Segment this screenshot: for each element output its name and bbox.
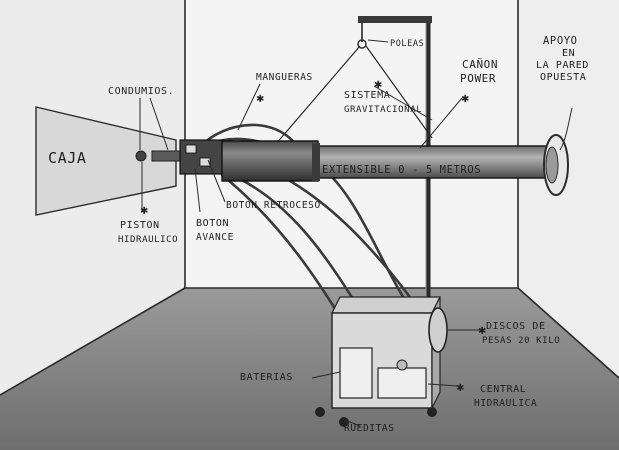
mast-top-bar xyxy=(358,16,432,23)
cart xyxy=(315,296,448,427)
pulley-wheel-left xyxy=(357,39,367,49)
star-mangueras: ✱ xyxy=(256,94,264,105)
labels: CAJA CONDUMIOS. PISTON HIDRAULICO BOTON … xyxy=(48,35,589,434)
leader-sistema xyxy=(373,85,433,121)
star-discos: ✱ xyxy=(478,326,486,337)
leader-apoyo xyxy=(559,107,573,151)
pulley-cable-left xyxy=(274,45,361,146)
wall-support-cap xyxy=(545,146,559,184)
label-apoyo-3: LA PARED xyxy=(536,60,589,71)
label-central-2: HIDRAULICA xyxy=(474,398,537,409)
hydraulic-gauge xyxy=(396,359,408,371)
floor-left-line xyxy=(0,287,186,396)
cannon: EXTENSIBLE 0 - 5 METROS xyxy=(135,134,569,196)
piston-rod xyxy=(151,150,183,162)
label-discos-1: DISCOS DE xyxy=(486,321,546,332)
control-button-top xyxy=(185,144,197,154)
leader-ruedas xyxy=(344,419,361,427)
leader-condumios-2 xyxy=(149,97,169,151)
leader-canon xyxy=(419,97,463,149)
label-poleas: POLEAS xyxy=(390,39,424,49)
label-apoyo-1: APOYO xyxy=(543,35,578,47)
label-condumios: CONDUMIOS. xyxy=(108,86,174,97)
leader-boton-avance xyxy=(194,167,201,213)
label-sistema-2: GRAVITACIONAL xyxy=(344,105,422,115)
wheel-front-right xyxy=(339,417,349,427)
cannon-barrel-rear xyxy=(221,140,319,182)
floor xyxy=(0,288,619,450)
weight-discs xyxy=(428,307,448,353)
leader-mangueras xyxy=(237,83,261,131)
leader-poleas xyxy=(367,39,389,43)
leader-boton-retroceso xyxy=(207,159,226,203)
label-sistema-1: SISTEMA xyxy=(344,90,390,101)
wheel-rear-right xyxy=(427,407,437,417)
label-boton-avance-1: BOTON xyxy=(196,218,229,229)
label-canon-1: CAÑON xyxy=(462,58,498,71)
leader-baterias xyxy=(311,371,341,379)
label-boton-avance-2: AVANCE xyxy=(196,232,234,243)
star-markers: ✱ ✱ ✱ ✱ ✱ ✱ xyxy=(140,80,486,394)
wheel-front-left xyxy=(315,407,325,417)
label-apoyo-2: EN xyxy=(562,48,575,59)
leader-central xyxy=(427,383,459,387)
star-piston: ✱ xyxy=(140,206,148,217)
control-button-bottom xyxy=(199,157,211,167)
label-mangueras: MANGUERAS xyxy=(256,72,313,83)
label-baterias: BATERIAS xyxy=(240,372,293,383)
label-piston-1: PISTON xyxy=(120,220,160,231)
label-piston-2: HIDRAULICO xyxy=(118,235,178,245)
floor-right-line xyxy=(517,287,619,379)
hydraulic-unit xyxy=(377,367,427,399)
box-panel xyxy=(35,106,177,216)
pulley-cable-diagonal xyxy=(365,45,433,139)
cannon-barrel-joint xyxy=(312,143,320,181)
right-wall xyxy=(518,0,619,378)
label-ruedas: RUEDITAS xyxy=(344,423,395,434)
label-central-1: CENTRAL xyxy=(480,384,526,395)
label-boton-retroceso: BOTON RETROCESO xyxy=(226,200,321,211)
label-caja: CAJA xyxy=(48,149,87,167)
label-extensible: EXTENSIBLE 0 - 5 METROS xyxy=(322,164,481,176)
star-canon: ✱ xyxy=(461,94,469,105)
label-discos-2: PESAS 20 KILO xyxy=(482,336,560,346)
star-sistema: ✱ xyxy=(374,80,382,91)
piston-head xyxy=(135,150,147,162)
label-apoyo-4: OPUESTA xyxy=(540,72,586,83)
cart-top xyxy=(331,296,441,314)
leader-lines xyxy=(139,39,573,427)
star-central: ✱ xyxy=(456,383,464,394)
battery-box xyxy=(339,347,373,399)
label-canon-2: POWER xyxy=(460,72,496,85)
